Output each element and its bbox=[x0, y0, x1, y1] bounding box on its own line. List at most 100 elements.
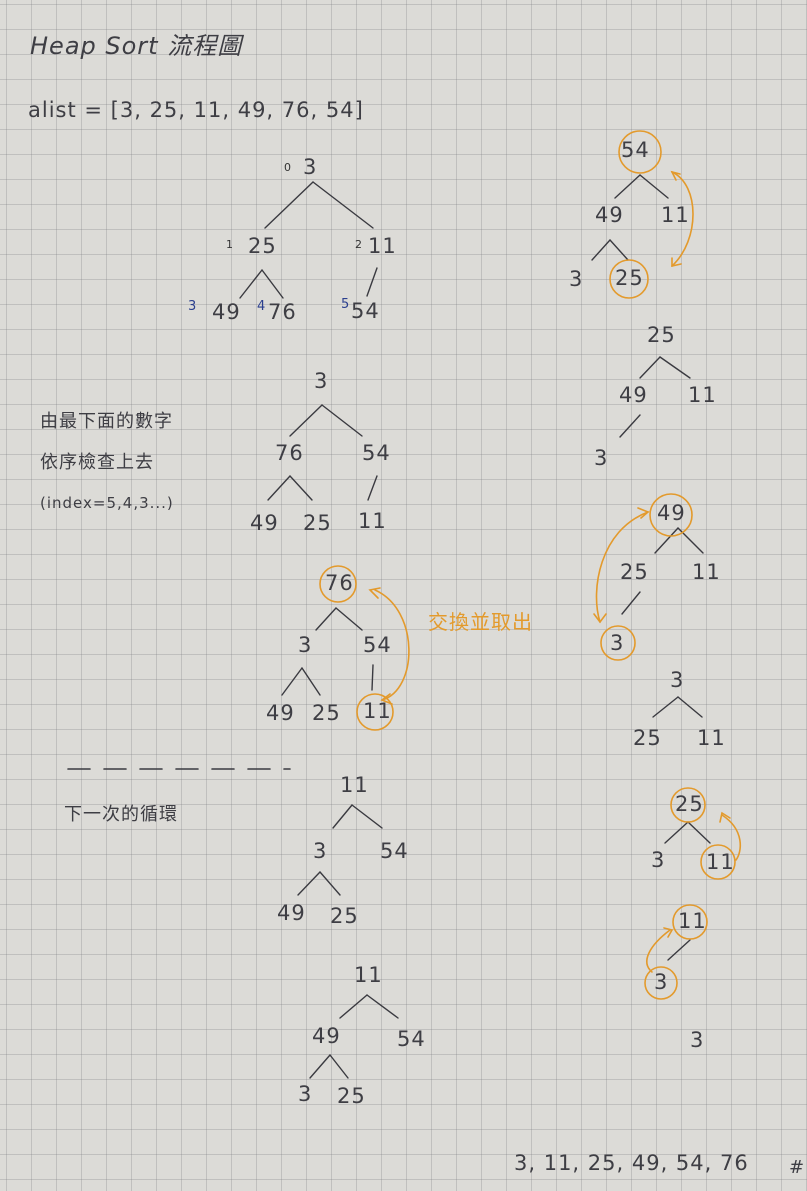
tree3-node-3: 49 bbox=[266, 701, 295, 725]
tree1-node-0: 3 bbox=[303, 155, 318, 179]
edge bbox=[652, 696, 679, 718]
tree4-node-3: 49 bbox=[277, 901, 306, 925]
edge bbox=[667, 939, 691, 961]
swap-arrow bbox=[671, 171, 694, 267]
note-line: (index=5,4,3...) bbox=[40, 494, 174, 512]
tree2-node-5: 11 bbox=[358, 509, 387, 533]
edge bbox=[264, 181, 314, 229]
edge bbox=[371, 664, 374, 691]
edge bbox=[366, 994, 399, 1019]
arrowhead bbox=[368, 587, 381, 599]
tree1-node-4: 76 bbox=[268, 300, 297, 324]
edge bbox=[609, 239, 629, 261]
index-label: 5 bbox=[341, 297, 351, 312]
highlight-circle bbox=[609, 259, 649, 299]
edge bbox=[677, 527, 704, 554]
r1-node-4: 25 bbox=[615, 266, 644, 290]
tree5-node-3: 3 bbox=[298, 1082, 313, 1106]
highlight-circle bbox=[649, 493, 693, 537]
tree2-node-3: 49 bbox=[250, 511, 279, 535]
highlight-circle bbox=[600, 625, 636, 661]
edge bbox=[332, 804, 353, 829]
r6-node-0: 11 bbox=[678, 909, 707, 933]
tree3-node-2: 54 bbox=[363, 633, 392, 657]
edge bbox=[239, 269, 263, 299]
arrowhead bbox=[670, 170, 681, 181]
edge bbox=[366, 267, 378, 297]
r4-node-1: 25 bbox=[633, 726, 662, 750]
arrowhead bbox=[637, 507, 650, 519]
edge bbox=[301, 667, 321, 696]
edge bbox=[614, 174, 641, 199]
edge bbox=[677, 696, 703, 718]
highlight-circle bbox=[319, 565, 357, 603]
tree4-node-2: 54 bbox=[380, 839, 409, 863]
arrowhead bbox=[719, 811, 731, 823]
r7-node-0: 3 bbox=[690, 1028, 705, 1052]
tree3-node-1: 3 bbox=[298, 633, 313, 657]
edge bbox=[351, 804, 383, 829]
r5-node-0: 25 bbox=[675, 792, 704, 816]
r1-node-1: 49 bbox=[595, 203, 624, 227]
tree2-node-0: 3 bbox=[314, 369, 329, 393]
swap-arrow bbox=[721, 814, 742, 861]
tree4-node-4: 25 bbox=[330, 904, 359, 928]
edge bbox=[339, 994, 368, 1019]
tree1-node-1: 25 bbox=[248, 234, 277, 258]
r4-node-0: 3 bbox=[670, 668, 685, 692]
edge bbox=[659, 356, 691, 379]
index-label: 3 bbox=[188, 299, 198, 314]
edge bbox=[315, 607, 337, 631]
tree5-node-1: 49 bbox=[312, 1024, 341, 1048]
highlight-circle bbox=[672, 904, 708, 940]
edge bbox=[639, 356, 661, 379]
tree4-node-1: 3 bbox=[313, 839, 328, 863]
r6-node-1: 3 bbox=[654, 970, 669, 994]
edge bbox=[289, 404, 323, 437]
highlight-circle bbox=[356, 693, 394, 731]
end-mark: # bbox=[789, 1157, 806, 1178]
r1-node-0: 54 bbox=[621, 138, 650, 162]
r4-node-2: 11 bbox=[697, 726, 726, 750]
edge bbox=[319, 871, 341, 896]
arrowhead bbox=[671, 257, 682, 267]
tree3-node-4: 25 bbox=[312, 701, 341, 725]
edge bbox=[297, 871, 321, 896]
tree2-node-4: 25 bbox=[303, 511, 332, 535]
index-label: 2 bbox=[355, 238, 363, 251]
index-label: 1 bbox=[226, 238, 234, 251]
r2-node-2: 11 bbox=[688, 383, 717, 407]
edge bbox=[591, 239, 611, 261]
r1-node-2: 11 bbox=[661, 203, 690, 227]
tree5-node-2: 54 bbox=[397, 1027, 426, 1051]
arrowhead bbox=[380, 693, 393, 705]
index-label: 0 bbox=[284, 161, 292, 174]
r1-node-3: 3 bbox=[569, 267, 584, 291]
note-line: 依序檢查上去 bbox=[40, 452, 154, 473]
edge bbox=[321, 404, 363, 437]
edge bbox=[261, 269, 284, 299]
edge bbox=[639, 174, 669, 199]
edge bbox=[687, 821, 711, 844]
next-loop-label: 下一次的循環 bbox=[64, 804, 178, 825]
page-title: Heap Sort 流程圖 bbox=[30, 32, 243, 60]
r3-node-2: 11 bbox=[692, 560, 721, 584]
edge bbox=[281, 667, 303, 696]
tree4-node-0: 11 bbox=[340, 773, 369, 797]
tree5-node-0: 11 bbox=[354, 963, 383, 987]
sorted-result: 3, 11, 25, 49, 54, 76 bbox=[514, 1151, 749, 1175]
highlight-circle bbox=[670, 787, 706, 823]
edge bbox=[267, 475, 291, 501]
r5-node-1: 3 bbox=[651, 848, 666, 872]
edge bbox=[621, 591, 641, 615]
edge bbox=[329, 1054, 349, 1079]
tree2-node-2: 54 bbox=[362, 441, 391, 465]
edge bbox=[309, 1054, 331, 1079]
r3-node-0: 49 bbox=[657, 501, 686, 525]
highlight-circle bbox=[700, 844, 736, 880]
r2-node-1: 49 bbox=[619, 383, 648, 407]
tree3-node-5: 11 bbox=[363, 699, 392, 723]
edge bbox=[335, 607, 363, 631]
